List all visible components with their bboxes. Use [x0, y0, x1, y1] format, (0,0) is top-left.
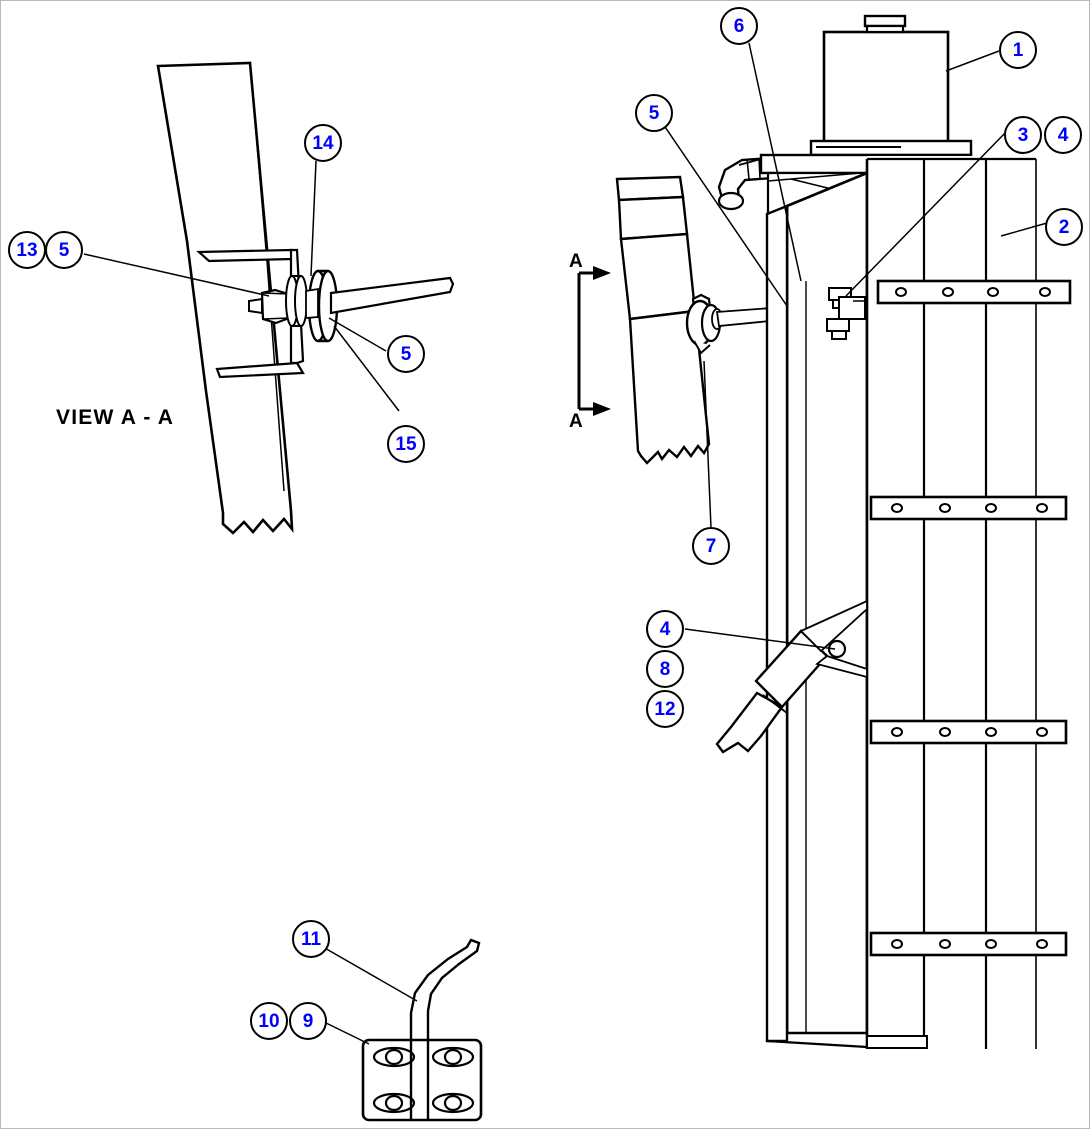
- leader-lines-left: [83, 160, 400, 412]
- callout-9[interactable]: 9: [289, 1002, 327, 1040]
- reservoir-tank: [809, 14, 973, 157]
- callout-11[interactable]: 11: [292, 920, 330, 958]
- callout-3[interactable]: 3: [1004, 116, 1042, 154]
- callout-6[interactable]: 6: [720, 7, 758, 45]
- callout-8[interactable]: 8: [646, 650, 684, 688]
- callout-7[interactable]: 7: [692, 527, 730, 565]
- hydraulic-cylinder: [715, 599, 868, 754]
- ladder-rungs: [869, 279, 1072, 957]
- callout-4-bottom[interactable]: 4: [646, 610, 684, 648]
- panel-pivot-hub: [685, 293, 723, 355]
- leader-lines-right: [660, 42, 1048, 650]
- callout-4-top[interactable]: 4: [1044, 116, 1082, 154]
- handle-base-assembly: [361, 938, 483, 1122]
- callout-5-mid[interactable]: 5: [387, 335, 425, 373]
- base-plate-bolts: [372, 1046, 475, 1114]
- callout-12[interactable]: 12: [646, 690, 684, 728]
- callout-5-left[interactable]: 5: [45, 231, 83, 269]
- section-arrow-marks: [577, 271, 597, 411]
- mounting-bracket-3: [826, 287, 866, 340]
- callout-13[interactable]: 13: [8, 231, 46, 269]
- callout-1[interactable]: 1: [999, 31, 1037, 69]
- callout-15[interactable]: 15: [387, 425, 425, 463]
- section-arrow-heads: [593, 266, 611, 416]
- leader-lines-bottom: [322, 946, 418, 1045]
- ladder-rail-assembly: [865, 156, 1037, 1049]
- view-aa-detail: [156, 61, 455, 535]
- callout-2[interactable]: 2: [1045, 208, 1083, 246]
- main-support-wall: [765, 171, 869, 1049]
- section-letter-top: A: [569, 251, 583, 272]
- section-letter-bottom: A: [569, 411, 583, 432]
- callout-14[interactable]: 14: [304, 124, 342, 162]
- callout-5-right[interactable]: 5: [635, 94, 673, 132]
- view-aa-label: VIEW A - A: [56, 406, 175, 429]
- tilted-panel-assembly: [615, 175, 711, 465]
- callout-10[interactable]: 10: [250, 1002, 288, 1040]
